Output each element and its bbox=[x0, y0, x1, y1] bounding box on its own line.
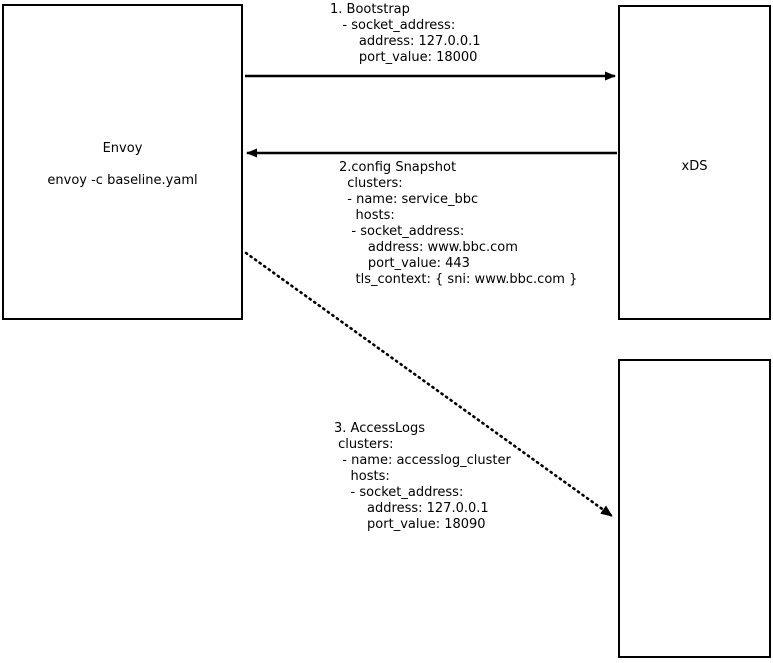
config-snapshot-message: 2.config Snapshot clusters: - name: serv… bbox=[339, 160, 578, 287]
node-envoy-command: envoy -c baseline.yaml bbox=[47, 173, 198, 188]
node-xds[interactable]: xDS bbox=[618, 5, 771, 320]
node-xds-label: xDS bbox=[681, 159, 708, 174]
node-envoy[interactable]: Envoy envoy -c baseline.yaml bbox=[2, 4, 243, 320]
node-accesslogs[interactable]: AccessLogs bbox=[618, 359, 771, 658]
access-logs-message: 3. AccessLogs clusters: - name: accesslo… bbox=[334, 421, 511, 532]
bootstrap-message: 1. Bootstrap - socket_address: address: … bbox=[330, 2, 481, 65]
node-envoy-label: Envoy bbox=[102, 141, 143, 156]
